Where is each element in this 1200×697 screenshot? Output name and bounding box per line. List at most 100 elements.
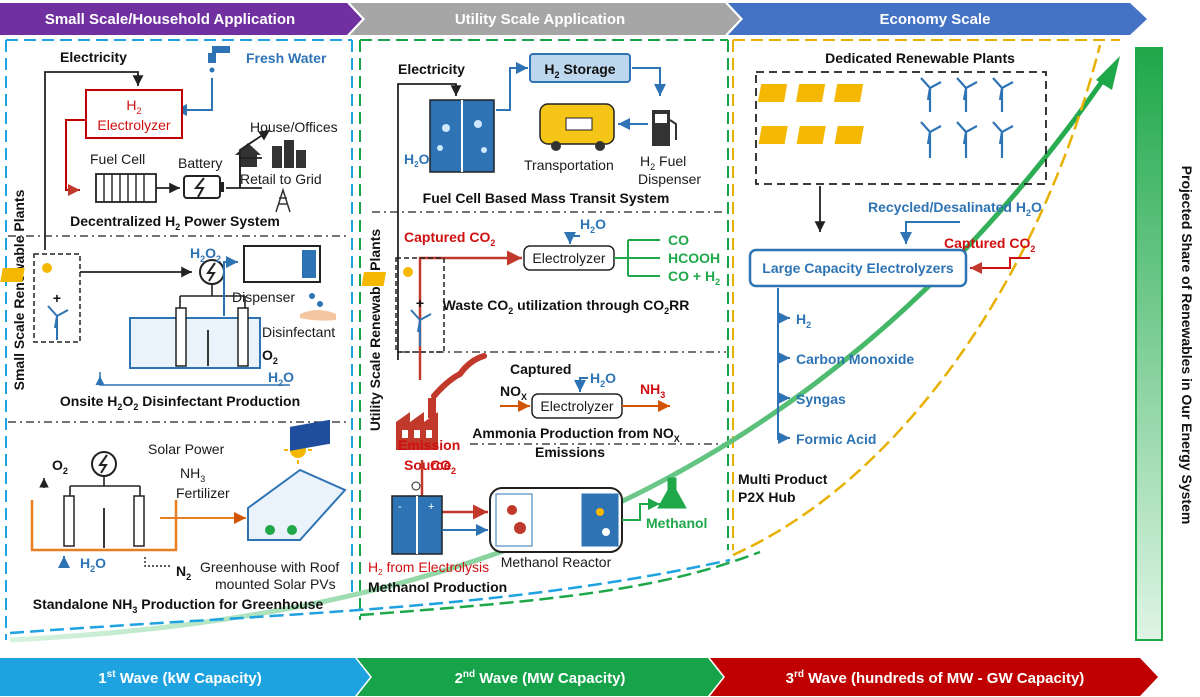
plus-sign: +	[53, 290, 61, 306]
water-tap-icon	[208, 46, 230, 73]
projected-share-label: Projected Share of Renewables in Our Ene…	[1179, 166, 1195, 525]
h2o-label-nox: H2O	[590, 370, 616, 389]
product-formic-acid-label: Formic Acid	[796, 431, 876, 447]
product-hcooh-label: HCOOH	[668, 250, 720, 266]
methanol-reactor-label: Methanol Reactor	[501, 554, 612, 570]
utility-plus-sign: +	[416, 295, 424, 311]
wave-3-label: 3rd Wave (hundreds of MW - GW Capacity)	[786, 669, 1085, 687]
dedicated-plants-title: Dedicated Renewable Plants	[825, 50, 1015, 66]
captured-co2-economy-label: Captured CO2	[944, 235, 1035, 254]
fuel-cell-label: Fuel Cell	[90, 151, 145, 167]
wave-1-banner	[0, 658, 370, 696]
fuel-dispenser-icon	[652, 110, 677, 146]
captured-co2-label: Captured CO2	[404, 229, 495, 248]
svg-text:+: +	[428, 501, 434, 513]
solar-farm-icons	[758, 84, 864, 144]
transportation-label: Transportation	[524, 157, 614, 173]
h2-fuel-label: H2 Fuel	[640, 153, 686, 172]
methanol-label: Methanol	[646, 515, 707, 531]
wave-1-label: 1st Wave (kW Capacity)	[98, 669, 261, 687]
product-h2-label: H2	[796, 311, 811, 330]
factory-icon	[396, 353, 487, 450]
decentral-h2-title: Decentralized H2 Power System	[70, 213, 280, 232]
dispenser-icon	[243, 245, 321, 283]
product-co-label: CO	[668, 232, 689, 248]
methanol-production-title: Methanol Production	[368, 579, 507, 595]
large-capacity-electrolyzers-box	[748, 248, 968, 288]
wave-3-banner	[710, 658, 1158, 696]
h2-dispenser-label: Dispenser	[638, 171, 701, 187]
bus-icon	[539, 103, 615, 151]
h2-storage-label: H2 Storage	[544, 61, 615, 80]
h2-electrolyzer-label: H2	[126, 97, 141, 116]
power-source-icon-2	[91, 451, 117, 477]
office-building-icon	[272, 140, 306, 168]
captured-nox-label: Captured	[510, 361, 571, 377]
growth-curve-yellow	[732, 44, 1102, 557]
economy-section: Dedicated Renewable Plants Recycled/Desa…	[738, 50, 1047, 505]
utility-wind-icon	[410, 309, 432, 346]
fertilizer-label: Fertilizer	[176, 485, 230, 501]
fresh-water-label: Fresh Water	[246, 50, 327, 66]
house-offices-label: House/Offices	[250, 119, 338, 135]
o2-label-nh3: O2	[52, 457, 68, 476]
utility-solar-icon	[361, 267, 413, 286]
standalone-nh3-title: Standalone NH3 Production for Greenhouse	[33, 596, 324, 615]
nh3-label-household: NH3	[180, 465, 205, 484]
growth-curve-blue	[9, 558, 731, 635]
product-syngas-label: CO + H2	[668, 268, 720, 287]
projected-share-bar: Projected Share of Renewables in Our Ene…	[1135, 47, 1195, 641]
utility-renewables-box	[395, 257, 445, 353]
battery-label: Battery	[178, 155, 222, 171]
utility-plants-side-label: Utility Scale Renewable Plants	[367, 229, 383, 432]
h2-from-electrolysis-label: H2 from Electrolysis	[368, 559, 489, 577]
wave-2-banner	[357, 658, 723, 696]
co2-label-methanol: CO2	[430, 457, 456, 476]
h2-electrolyzer-box	[85, 89, 183, 139]
p2x-hub-label-1: Multi Product	[738, 471, 828, 487]
disinfectant-label: Disinfectant	[262, 324, 335, 340]
h2o2-label: H2O2	[190, 245, 221, 264]
banner-economy	[728, 3, 1147, 35]
h2o-label-utility: H2O	[404, 151, 430, 169]
recycled-h2o-label: Recycled/Desalinated H2O	[868, 199, 1042, 218]
house-icon	[235, 143, 261, 167]
n2-label: N2	[176, 563, 191, 582]
methanol-electrolyzer-icon: - +	[391, 481, 443, 555]
h2-storage-box	[529, 53, 631, 83]
waste-co2-title: Waste CO2 utilization through CO2RR	[443, 297, 690, 316]
small-plants-side-label: Small Scale Renewable Plants	[11, 189, 27, 390]
solar-panel-icon	[0, 263, 52, 282]
section-frames	[5, 39, 1120, 640]
nh3-label-utility: NH3	[640, 381, 665, 400]
fuel-cell-icon	[95, 173, 157, 203]
electricity-label: Electricity	[60, 49, 127, 65]
ammonia-title-2: Emissions	[535, 444, 605, 460]
methanol-reactor-icon	[489, 487, 623, 553]
large-capacity-electrolyzers-label: Large Capacity Electrolyzers	[762, 260, 954, 276]
utility-section: Utility Scale Renewable Plants Electrici…	[361, 53, 720, 595]
onsite-h2o2-title: Onsite H2O2 Disinfectant Production	[60, 393, 300, 412]
wave-2-label: 2nd Wave (MW Capacity)	[455, 669, 626, 687]
household-section: Small Scale Renewable Plants Electricity…	[0, 46, 347, 615]
dispenser-label: Dispenser	[232, 289, 295, 305]
growth-arrow-head	[1096, 56, 1120, 90]
banner-utility	[350, 3, 740, 35]
banner-economy-label: Economy Scale	[880, 11, 991, 28]
h2o-label-nh3: H2O	[80, 555, 106, 574]
greenhouse-label-1: Greenhouse with Roof	[200, 559, 339, 575]
banner-small-scale	[0, 3, 362, 35]
o2-label: O2	[262, 347, 278, 366]
utility-electricity-label: Electricity	[398, 61, 465, 77]
nox-electrolyzer-label: Electrolyzer	[540, 398, 613, 414]
dedicated-plants-box	[755, 71, 1047, 185]
h2o-label-household: H2O	[268, 369, 294, 388]
wave-banners: 1st Wave (kW Capacity) 2nd Wave (MW Capa…	[0, 658, 1158, 696]
p2x-hub-label-2: P2X Hub	[738, 489, 796, 505]
nox-label: NOX	[500, 383, 527, 402]
power-tower-icon	[275, 187, 291, 213]
flask-icon	[657, 477, 687, 509]
wind-turbine-icon	[47, 305, 69, 340]
mass-transit-title: Fuel Cell Based Mass Transit System	[423, 190, 670, 206]
